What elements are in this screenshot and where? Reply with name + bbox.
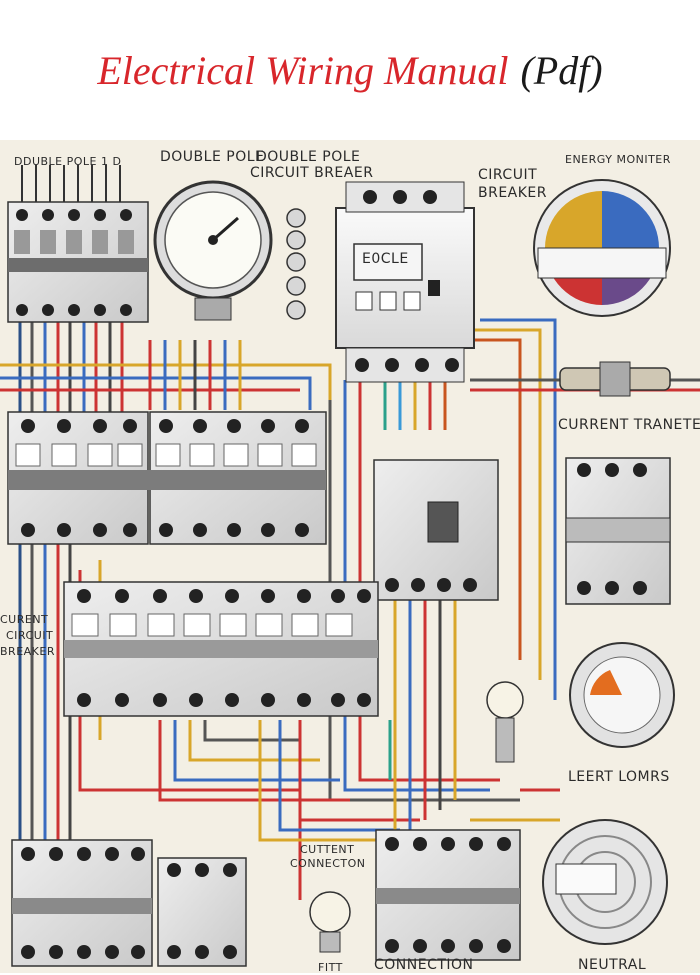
energy-monitor-dial (533, 179, 671, 317)
label-left-circuit: CIRCUIT (6, 629, 54, 642)
wiring-diagram-drawing (0, 165, 700, 967)
label-current-connection-1: CUTTENT (300, 843, 355, 856)
breaker-block-bottom-left (11, 839, 247, 967)
label-breaker: BREAKER (478, 185, 548, 201)
breaker-block-top-left (7, 165, 149, 323)
energy-meter-center (335, 181, 475, 383)
label-left-breaker: BREAKER (0, 645, 55, 658)
light-bulb-bottom (309, 891, 351, 953)
label-left-current: CURENT (0, 613, 49, 626)
label-neutral: NEUTRAL (578, 957, 647, 973)
wiring-diagram-illustration: DDUBLE POLE 1 D DOUBLE POLE DOUBLE POLE … (0, 140, 700, 974)
gauge-dial (153, 180, 273, 321)
label-double-pole-strip: DDUBLE POLE 1 D (14, 155, 122, 168)
label-double-pole-1: DOUBLE POLE (160, 149, 265, 165)
knob-column (286, 208, 306, 320)
label-circuit: CIRCUIT (478, 167, 538, 183)
label-leert-lomrs: LEERT LOMRS (568, 769, 670, 785)
page-title: Electrical Wiring Manual (Pdf) (0, 0, 700, 140)
neutral-drum (542, 819, 668, 945)
breaker-right (565, 457, 671, 605)
round-meter-right (569, 642, 675, 748)
label-fitt: FITT (318, 961, 343, 974)
title-suffix: (Pdf) (520, 47, 603, 93)
label-energy-monitor: ENERGY MONITER (565, 153, 671, 166)
label-current-connection-2: CONNECTON (290, 857, 366, 870)
label-connection-bottom: CONNECTION (374, 957, 474, 973)
label-double-pole-2: DOUBLE POLE (256, 149, 361, 165)
wires (0, 318, 700, 900)
meter-display-text: E0CLE (362, 251, 409, 267)
rcd-box (373, 459, 499, 601)
cable-connector (559, 361, 671, 397)
label-current-transfer: CURRENT TRANETER (558, 417, 700, 433)
title-main: Electrical Wiring Manual (97, 47, 509, 93)
label-circuit-breaker-top: CIRCUIT BREAER (250, 165, 374, 181)
light-bulb-center (486, 681, 524, 763)
breaker-row-middle-left (7, 411, 327, 545)
breaker-block-bottom-center (375, 829, 521, 961)
breaker-row-large (63, 581, 379, 717)
